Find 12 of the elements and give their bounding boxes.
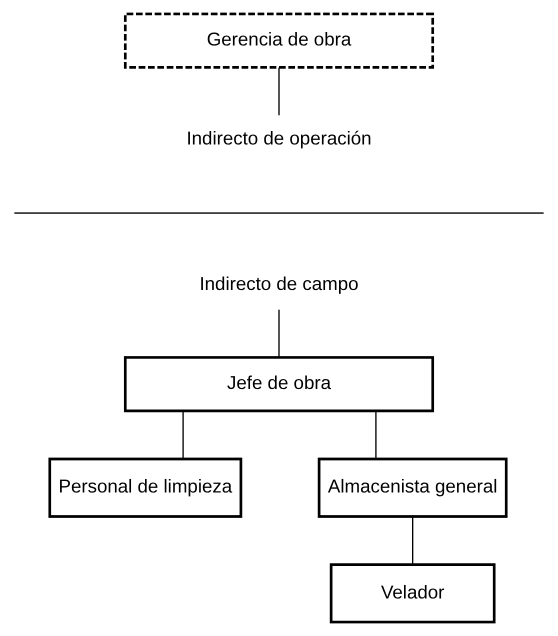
- node-box: Jefe de obra: [124, 356, 434, 412]
- node-box: Almacenista general: [318, 458, 508, 518]
- connector: [278, 310, 280, 358]
- connector: [412, 516, 414, 565]
- node-text: Indirecto de operación: [186, 128, 372, 149]
- connector: [278, 68, 280, 116]
- node-box: Gerencia de obra: [124, 12, 434, 69]
- node-box: Velador: [330, 563, 496, 624]
- connector: [375, 411, 377, 459]
- node-text: Indirecto de campo: [199, 273, 359, 294]
- connector: [182, 411, 184, 459]
- node-box: Personal de limpieza: [48, 458, 242, 518]
